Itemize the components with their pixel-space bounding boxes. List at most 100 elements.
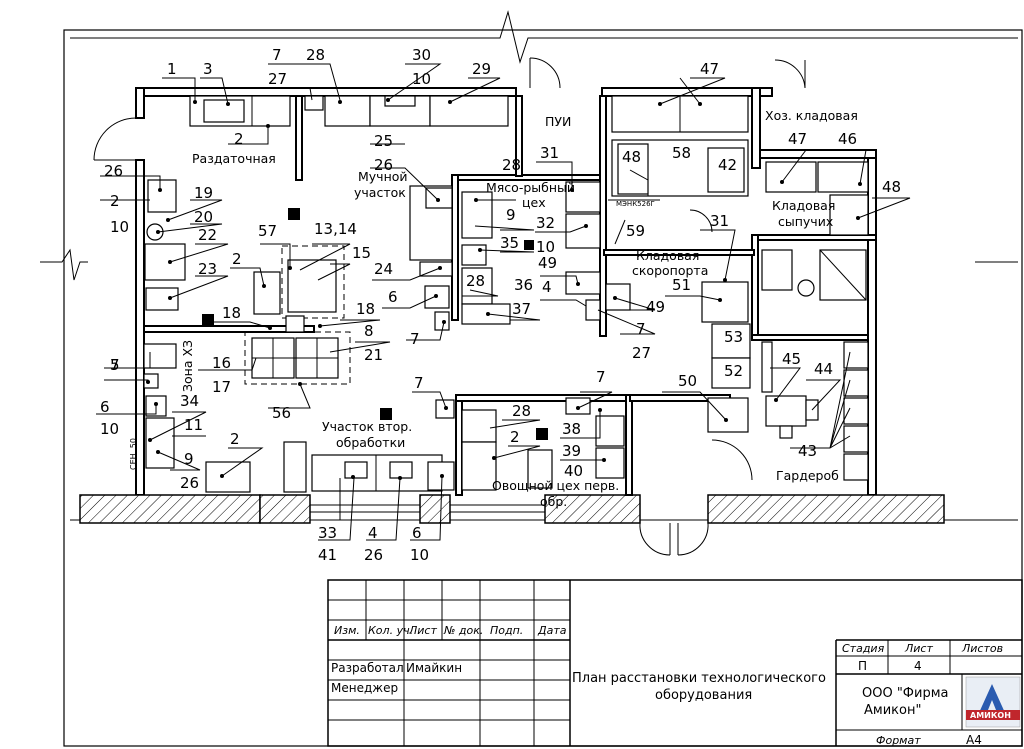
tb-drawing-title-2: оборудования (655, 688, 752, 703)
doors (93, 57, 806, 556)
position-label: 4 (368, 524, 378, 542)
position-label: 27 (268, 70, 287, 88)
position-label: 24 (374, 260, 393, 278)
tb-stage-value: П (858, 659, 867, 673)
position-label: 2 (510, 428, 520, 446)
position-label: 36 (514, 276, 533, 294)
tb-developed-name: Имайкин (406, 661, 462, 675)
position-label: 3 (203, 60, 213, 78)
tb-sheets-header: Листов (961, 642, 1003, 655)
position-label: 2 (232, 250, 242, 268)
tb-header-kol: Кол. уч. (368, 624, 413, 637)
position-label: 59 (626, 222, 645, 240)
position-label: 26 (180, 474, 199, 492)
position-label: 4 (542, 278, 552, 296)
room-vtor-2: обработки (336, 435, 405, 450)
position-label: 37 (512, 300, 531, 318)
position-label: 48 (622, 148, 641, 166)
tb-format-label: Формат (876, 734, 921, 747)
position-label: 28 (466, 272, 485, 290)
position-label: 28 (512, 402, 531, 420)
position-label: 1 (167, 60, 177, 78)
room-myaso-2: цех (522, 195, 546, 210)
svg-text:АМИКОН: АМИКОН (970, 711, 1011, 720)
position-label: 29 (472, 60, 491, 78)
room-vtor-1: Участок втор. (322, 419, 412, 434)
position-label: 43 (798, 442, 817, 460)
room-myaso-1: Мясо-рыбный (486, 180, 575, 195)
tb-sheet-value: 4 (914, 659, 922, 673)
position-label: 28 (306, 46, 325, 64)
column-markers (202, 208, 548, 440)
position-label: 49 (646, 298, 665, 316)
tb-manager-label: Менеджер (331, 681, 398, 695)
position-label: 9 (184, 450, 194, 468)
position-label: 26 (104, 162, 123, 180)
tb-stage-header: Стадия (842, 642, 885, 655)
small-equipment-note: МЭНК526Г (616, 200, 655, 208)
position-label: 30 (412, 46, 431, 64)
position-label: 48 (882, 178, 901, 196)
walls (79, 87, 945, 524)
position-label: 53 (724, 328, 743, 346)
position-label: 7 (596, 368, 606, 386)
position-label: 2 (110, 192, 120, 210)
tb-header-doc: № док. (443, 624, 483, 637)
position-label: 18 (356, 300, 375, 318)
room-skoroporta-2: скоропорта (632, 263, 708, 278)
leader-lines (96, 63, 911, 541)
position-label: 45 (782, 350, 801, 368)
position-label: 10 (536, 238, 555, 256)
small-vertical-note: СЕН. 50 (129, 438, 138, 470)
position-label: 19 (194, 184, 213, 202)
position-label: 7 (636, 320, 646, 338)
position-label: 57 (258, 222, 277, 240)
position-label: 26 (374, 156, 393, 174)
title-block: Изм. Кол. уч. Лист № док. Подп. Дата Раз… (327, 579, 1023, 747)
position-label: 52 (724, 362, 743, 380)
position-label: 5 (110, 356, 120, 374)
position-label: 2 (234, 130, 244, 148)
position-label: 33 (318, 524, 337, 542)
position-label: 7 (414, 374, 424, 392)
position-label: 27 (632, 344, 651, 362)
position-label: 6 (100, 398, 110, 416)
position-label: 31 (540, 144, 559, 162)
position-label: 16 (212, 354, 231, 372)
room-ovoshnoy-1: Овощной цех перв. (492, 478, 619, 493)
position-label: 22 (198, 226, 217, 244)
position-label: 28 (502, 156, 521, 174)
position-label: 47 (700, 60, 719, 78)
tb-developed-label: Разработал (331, 661, 404, 675)
tb-company-1: ООО "Фирма (862, 686, 948, 701)
room-garderob: Гардероб (776, 468, 839, 483)
room-sypuchih-2: сыпучих (778, 214, 833, 229)
position-label: 46 (838, 130, 857, 148)
position-label: 2 (230, 430, 240, 448)
position-label: 32 (536, 214, 555, 232)
position-label: 7 (110, 356, 120, 374)
tb-header-podp: Подп. (490, 624, 523, 637)
position-label: 10 (412, 70, 431, 88)
position-label: 39 (562, 442, 581, 460)
position-label: 8 (364, 322, 374, 340)
position-label: 10 (100, 420, 119, 438)
position-label: 6 (412, 524, 422, 542)
tb-sheet-header: Лист (904, 642, 933, 655)
position-label: 20 (194, 208, 213, 226)
position-label: 34 (180, 392, 199, 410)
tb-drawing-title-1: План расстановки технологического (572, 671, 826, 686)
position-label: 9 (506, 206, 516, 224)
tb-header-list: Лист (408, 624, 437, 637)
position-label: 49 (538, 254, 557, 272)
position-label: 15 (352, 244, 371, 262)
room-hoz-kladovaya: Хоз. кладовая (765, 108, 858, 123)
room-sypuchih-1: Кладовая (772, 198, 835, 213)
position-label: 25 (374, 132, 393, 150)
position-label: 10 (410, 546, 429, 564)
room-muchnoy-1: Мучной (358, 169, 408, 184)
room-ovoshnoy-2: обр. (540, 494, 567, 509)
tb-header-izm: Изм. (334, 624, 360, 637)
